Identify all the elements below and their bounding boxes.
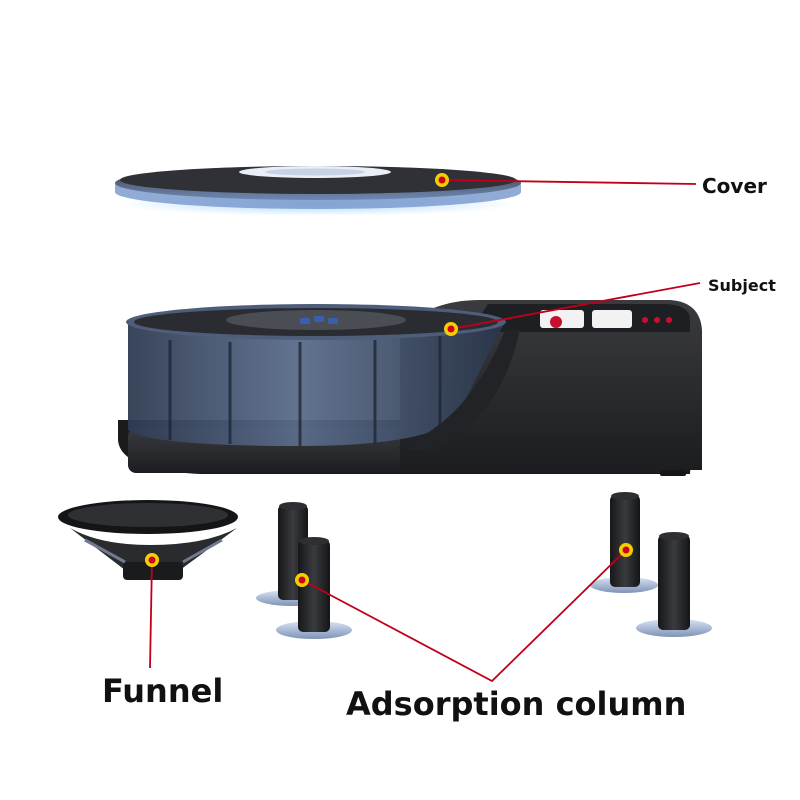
cover-disc — [115, 166, 521, 216]
marker-subject — [444, 322, 458, 336]
callout-markers — [145, 173, 633, 587]
label-adsorption-column: Adsorption column — [346, 685, 687, 723]
leader-line-cover — [441, 179, 697, 185]
control-panel — [470, 304, 690, 332]
label-subject: Subject — [708, 276, 776, 295]
main-device — [118, 300, 702, 476]
power-icon — [550, 316, 562, 328]
leader-line-adsorption — [301, 549, 627, 683]
label-funnel: Funnel — [102, 672, 224, 710]
leader-line-funnel — [149, 559, 153, 669]
marker-funnel — [145, 553, 159, 567]
marker-adsorption-right — [619, 543, 633, 557]
leader-lines — [149, 179, 701, 683]
leader-line-subject — [450, 282, 701, 330]
marker-adsorption-left — [295, 573, 309, 587]
label-cover: Cover — [702, 174, 767, 198]
adsorption-column — [256, 492, 712, 639]
marker-cover — [435, 173, 449, 187]
funnel — [58, 500, 238, 580]
